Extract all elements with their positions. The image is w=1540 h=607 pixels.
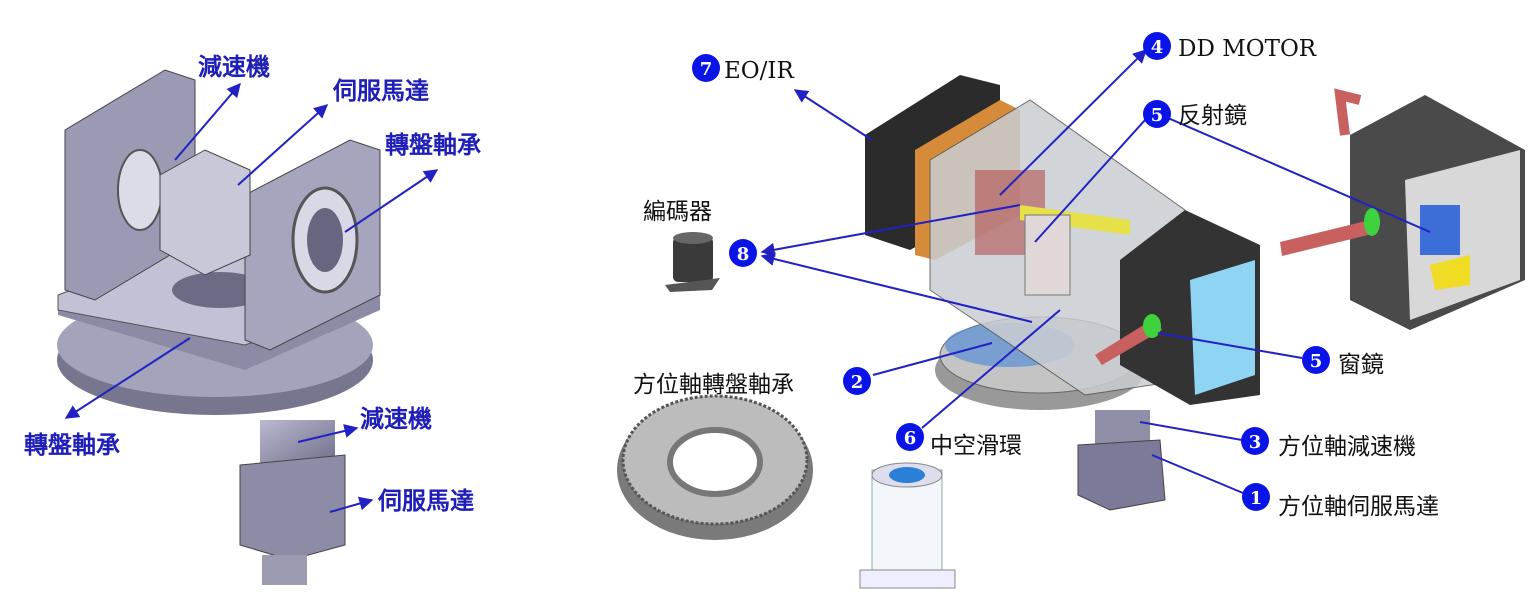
callout-label: 窗鏡: [1338, 352, 1384, 378]
slewing-bearing-model: [617, 394, 813, 540]
callout-4: 4 DD MOTOR: [1143, 32, 1317, 62]
left-gimbal-model: [57, 69, 381, 585]
badge: [692, 54, 720, 82]
left-arrows: [64, 82, 439, 513]
callout-label: 方位軸伺服馬達: [1278, 494, 1439, 520]
badge: [1242, 483, 1270, 511]
callout-label: DD MOTOR: [1178, 36, 1317, 62]
callout-5-mirror: 5 反射鏡: [1143, 100, 1247, 129]
callout-label: 方位軸轉盤軸承: [633, 372, 794, 398]
line: [1157, 332, 1303, 359]
label-bearing-right: 轉盤軸承: [385, 130, 481, 159]
slip-ring-model: [859, 462, 956, 589]
line: [1151, 454, 1244, 494]
callout-6: 6 中空滑環: [896, 423, 1022, 459]
callout-label: 反射鏡: [1178, 103, 1247, 129]
arrow: [760, 252, 1033, 323]
callout-2: 方位軸轉盤軸承 2: [633, 367, 871, 398]
arrow: [174, 82, 241, 161]
arrow: [344, 169, 439, 233]
badge-number: 5: [1310, 351, 1323, 372]
line: [1139, 421, 1243, 441]
label-bearing-left: 轉盤軸承: [24, 430, 120, 459]
badge: [729, 239, 757, 267]
badge: [1302, 346, 1330, 374]
badge-number: 2: [851, 372, 864, 393]
badge-number: 5: [1151, 105, 1164, 126]
arrow: [237, 104, 329, 186]
eo-ir-gimbal-model: [865, 75, 1260, 511]
callout-1: 1 方位軸伺服馬達: [1242, 483, 1439, 520]
callout-label: 編碼器: [643, 199, 712, 225]
badge-number: 1: [1250, 488, 1263, 509]
badge-number: 3: [1249, 432, 1262, 453]
callout-label: 中空滑環: [930, 433, 1022, 459]
label-servo-bottom: 伺服馬達: [377, 486, 474, 515]
callout-label: EO/IR: [724, 58, 794, 84]
callout-7: 7 EO/IR: [692, 54, 794, 84]
badge-number: 8: [737, 244, 750, 265]
label-servo-top: 伺服馬達: [332, 76, 429, 105]
badge-number: 7: [700, 59, 713, 80]
right-arrows: [760, 49, 1431, 494]
callout-label: 方位軸減速機: [1278, 434, 1416, 460]
badge: [1241, 427, 1269, 455]
window-mirror-detail-model: [1280, 88, 1525, 330]
arrow: [64, 337, 191, 419]
label-reducer-bottom: 減速機: [360, 404, 432, 433]
arrow: [329, 496, 374, 513]
badge: [896, 423, 924, 451]
line: [921, 309, 1061, 429]
arrow: [999, 49, 1147, 196]
badge-number: 6: [904, 428, 917, 449]
arrow: [793, 89, 873, 141]
badge: [843, 367, 871, 395]
arrow: [297, 424, 359, 443]
callout-3: 3 方位軸減速機: [1241, 427, 1416, 460]
encoder-model: [665, 232, 720, 292]
callout-5-window: 5 窗鏡: [1302, 346, 1384, 378]
line: [1167, 117, 1431, 233]
line: [1034, 119, 1146, 243]
line: [872, 342, 993, 376]
callout-8: 編碼器 8: [643, 199, 757, 267]
badge-number: 4: [1151, 37, 1164, 58]
label-reducer-top: 減速機: [198, 52, 270, 81]
arrow: [760, 204, 1021, 257]
badge: [1143, 32, 1171, 60]
left-labels: 減速機 伺服馬達 轉盤軸承 轉盤軸承 減速機 伺服馬達: [24, 52, 481, 515]
badge: [1143, 100, 1171, 128]
